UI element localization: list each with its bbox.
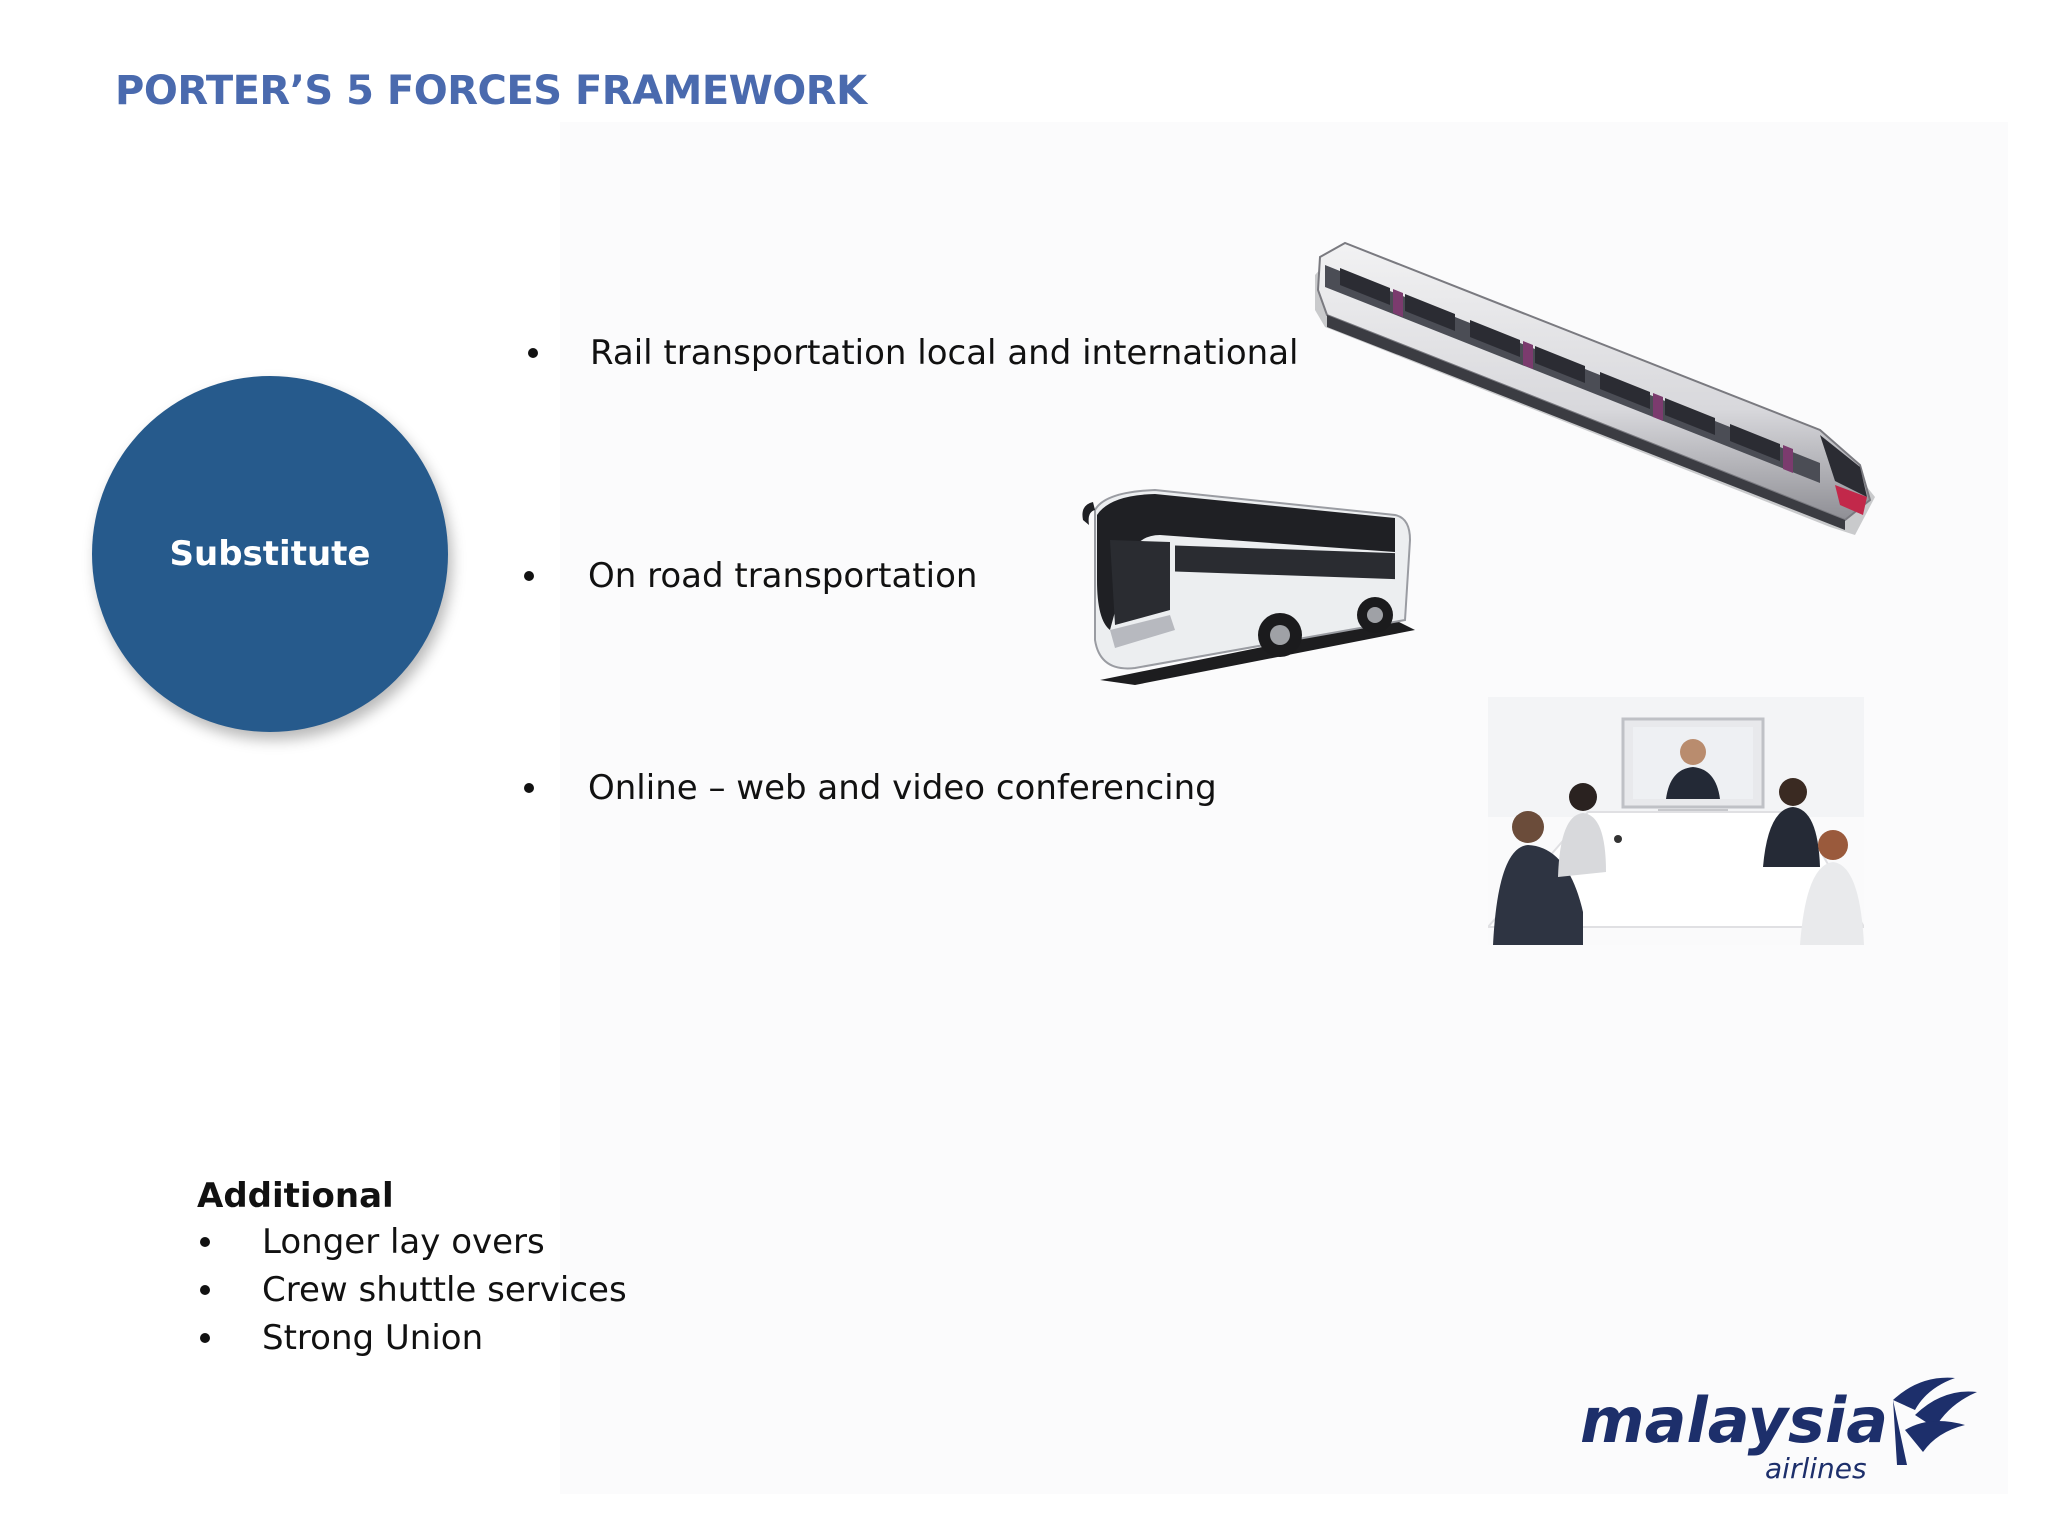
additional-heading: Additional xyxy=(197,1176,394,1216)
video-conference-image xyxy=(1488,697,1864,945)
bullet-text: Rail transportation local and internatio… xyxy=(590,333,1299,373)
bus-image xyxy=(1082,488,1415,685)
bullet-item-rail: Rail transportation local and internatio… xyxy=(528,333,1299,373)
bullet-text: On road transportation xyxy=(588,556,978,596)
bullet-dot xyxy=(200,1333,210,1343)
kite-emblem-icon xyxy=(1893,1377,1977,1465)
bullet-item-online: Online – web and video conferencing xyxy=(524,768,1217,808)
logo-subtext: airlines xyxy=(1765,1452,1867,1485)
bullet-item-road: On road transportation xyxy=(524,556,977,596)
additional-item: Crew shuttle services xyxy=(200,1270,627,1310)
circle-label: Substitute xyxy=(169,534,371,574)
substitute-circle: Substitute xyxy=(92,376,448,732)
malaysia-airlines-logo: malaysia airlines xyxy=(1580,1377,1977,1485)
additional-item: Longer lay overs xyxy=(200,1222,545,1262)
bullet-text: Longer lay overs xyxy=(262,1222,545,1262)
bullet-dot xyxy=(528,348,538,358)
bullet-text: Strong Union xyxy=(262,1318,484,1358)
train-image xyxy=(1315,241,1875,535)
logo-wordmark: malaysia xyxy=(1580,1384,1888,1457)
slide-title: PORTER’S 5 FORCES FRAMEWORK xyxy=(115,68,867,114)
bullet-dot xyxy=(200,1285,210,1295)
bullet-dot xyxy=(200,1237,210,1247)
bullet-text: Crew shuttle services xyxy=(262,1270,627,1310)
bullet-text: Online – web and video conferencing xyxy=(588,768,1217,808)
bullet-dot xyxy=(524,571,534,581)
additional-item: Strong Union xyxy=(200,1318,483,1358)
bullet-dot xyxy=(524,783,534,793)
